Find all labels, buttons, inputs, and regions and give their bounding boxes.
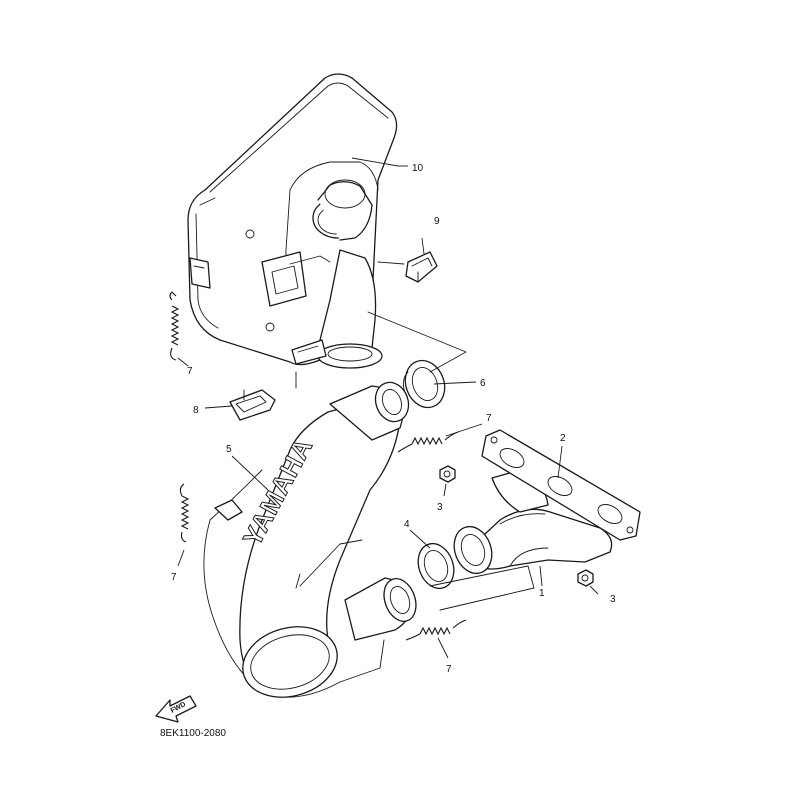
callout-6: 6: [480, 378, 486, 389]
fwd-arrow-icon: FWD: [155, 695, 197, 723]
callout-3a: 3: [437, 502, 443, 513]
gasket-part-2: [481, 429, 641, 541]
callout-5: 5: [226, 444, 232, 455]
callout-1: 1: [539, 588, 545, 599]
damper-part-8: [229, 389, 276, 421]
nut-part-3b: [577, 569, 594, 587]
expansion-chamber: YAMAHA: [203, 381, 417, 698]
spring-part-7a: [169, 291, 180, 361]
diagram-code: 8EK1100-2080: [160, 728, 226, 739]
callout-9: 9: [434, 216, 440, 227]
spring-part-7d: [405, 619, 467, 641]
callout-3b: 3: [610, 594, 616, 605]
ring-part-4: [417, 542, 455, 590]
muffler-box: [187, 73, 398, 369]
callout-7a: 7: [187, 366, 193, 377]
clip-part-9: [405, 251, 438, 283]
callout-numbers: 10 9 6 8 7 7 5 7 3 2 4 1 3 7: [171, 163, 616, 675]
nut-part-3a: [439, 465, 456, 483]
callout-10: 10: [412, 163, 424, 174]
callout-4: 4: [404, 519, 410, 530]
leader-lines: [177, 157, 599, 659]
callout-2: 2: [560, 433, 566, 444]
callout-7d: 7: [446, 664, 452, 675]
callout-7c: 7: [171, 572, 177, 583]
callout-8: 8: [193, 405, 199, 416]
spring-part-7c: [179, 483, 190, 543]
callout-7b: 7: [486, 413, 492, 424]
ring-part-6: [403, 359, 446, 409]
